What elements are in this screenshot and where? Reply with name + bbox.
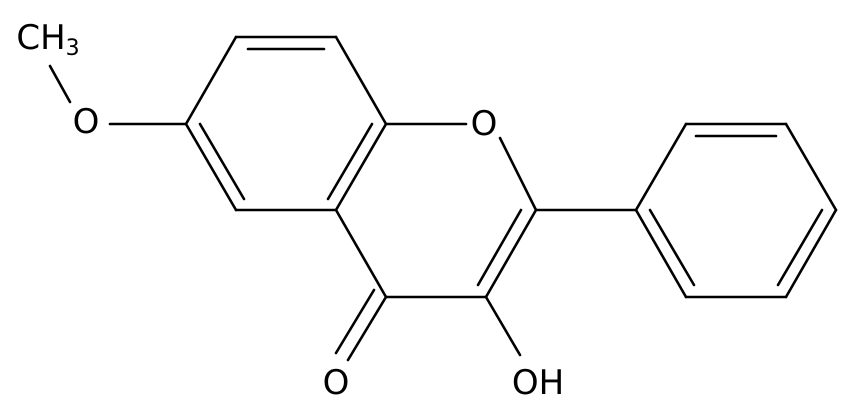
bond-b3 [784,122,838,212]
ring-oxygen-label: O [471,104,498,144]
bond-a6 [184,35,238,126]
bond-b4-inner [776,208,824,287]
bond-c5 [334,208,388,299]
bond-c3-inner [476,208,523,287]
bond-a5 [184,122,238,212]
bond-carbonyl-2 [334,288,376,355]
methoxy-oxygen-label: O [73,102,100,142]
bond-b6 [634,208,688,299]
methyl-label: CH3 [16,18,79,61]
bond-a3-inner [326,122,374,201]
bond-carbonyl-1 [346,295,388,362]
bond-a2 [334,35,388,126]
carbonyl-oxygen-label: O [323,363,350,403]
hydroxyl-label: OH [512,363,564,403]
bond-c2 [498,136,538,212]
bond-b4 [784,208,838,299]
bond-a3 [334,122,388,212]
bond-hydroxyl [484,295,522,357]
bond-a5-inner [198,122,246,201]
bond-b6-inner [648,208,696,287]
bond-b1 [634,122,688,212]
bond-c3 [484,208,538,299]
bond-methoxy-2 [48,64,72,104]
